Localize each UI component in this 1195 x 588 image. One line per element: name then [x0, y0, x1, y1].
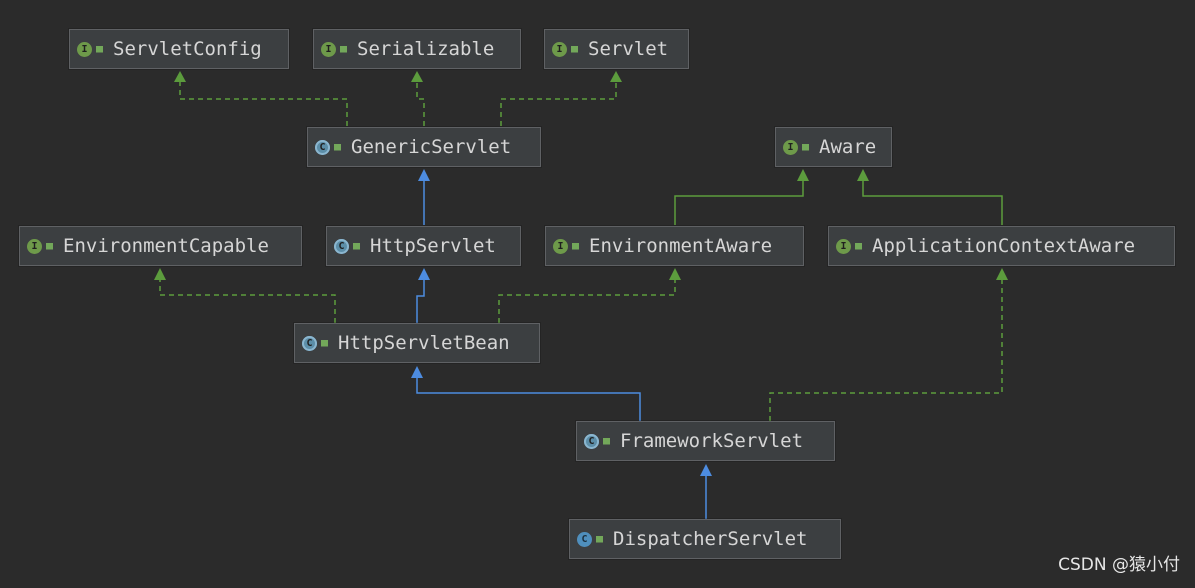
visibility-icon — [802, 143, 809, 151]
edge-frameworkservlet-httpservletbean — [416, 375, 641, 421]
edge-httpservletbean-httpservlet — [416, 276, 425, 323]
visibility-icon — [596, 535, 603, 543]
visibility-icon — [572, 242, 579, 250]
arrow-httpservletbean-httpservlet — [418, 268, 430, 280]
edge-genericservlet-serializable — [416, 80, 425, 126]
node-label-servlet: Servlet — [588, 38, 669, 60]
arrow-httpservlet-genericservlet — [418, 169, 430, 181]
node-serializable[interactable]: I Serializable — [313, 29, 521, 69]
interface-icon: I — [552, 41, 567, 57]
interface-icon: I — [836, 238, 851, 254]
visibility-icon — [46, 242, 53, 250]
node-dispatcherservlet[interactable]: C DispatcherServlet — [569, 519, 841, 559]
node-label-environmentaware: EnvironmentAware — [589, 235, 773, 257]
watermark: CSDN @猿小付 — [1058, 555, 1180, 575]
edge-genericservlet-servletconfig — [179, 80, 348, 126]
node-httpservlet[interactable]: C HttpServlet — [326, 226, 521, 266]
edge-genericservlet-servlet — [500, 80, 617, 126]
arrow-dispatcherservlet-frameworkservlet — [700, 464, 712, 476]
abstract-class-icon: C — [302, 335, 317, 351]
visibility-icon — [571, 45, 578, 53]
interface-icon: I — [77, 41, 92, 57]
arrow-genericservlet-serializable — [411, 71, 423, 82]
visibility-icon — [96, 45, 103, 53]
node-label-httpservlet: HttpServlet — [370, 235, 496, 257]
node-servletconfig[interactable]: I ServletConfig — [69, 29, 289, 69]
interface-icon: I — [321, 41, 336, 57]
visibility-icon — [321, 339, 328, 347]
interface-icon: I — [553, 238, 568, 254]
node-environmentcapable[interactable]: I EnvironmentCapable — [19, 226, 302, 266]
node-aware[interactable]: I Aware — [775, 127, 892, 167]
arrow-httpservletbean-environmentcapable — [154, 268, 166, 280]
interface-icon: I — [27, 238, 42, 254]
visibility-icon — [353, 242, 360, 250]
node-environmentaware[interactable]: I EnvironmentAware — [545, 226, 804, 266]
edge-httpservletbean-environmentaware — [498, 277, 676, 323]
node-label-serializable: Serializable — [357, 38, 495, 60]
node-label-aware: Aware — [819, 136, 877, 158]
visibility-icon — [334, 143, 341, 151]
node-label-dispatcherservlet: DispatcherServlet — [613, 528, 808, 550]
arrow-genericservlet-servletconfig — [174, 71, 186, 82]
node-label-servletconfig: ServletConfig — [113, 38, 262, 60]
node-applicationcontextaware[interactable]: I ApplicationContextAware — [828, 226, 1175, 266]
node-genericservlet[interactable]: C GenericServlet — [307, 127, 541, 167]
node-label-applicationcontextaware: ApplicationContextAware — [872, 235, 1136, 257]
node-frameworkservlet[interactable]: C FrameworkServlet — [576, 421, 835, 461]
visibility-icon — [855, 242, 862, 250]
interface-icon: I — [783, 139, 798, 155]
visibility-icon — [603, 437, 610, 445]
abstract-class-icon: C — [315, 139, 330, 155]
arrow-frameworkservlet-httpservletbean — [411, 366, 423, 378]
abstract-class-icon: C — [584, 433, 599, 449]
arrow-applicationcontextaware-aware — [857, 169, 869, 181]
abstract-class-icon: C — [334, 238, 349, 254]
edge-httpservletbean-environmentcapable — [159, 277, 336, 323]
visibility-icon — [340, 45, 347, 53]
class-icon: C — [577, 531, 592, 547]
arrow-environmentaware-aware — [797, 169, 809, 181]
edge-frameworkservlet-applicationcontextaware — [769, 277, 1003, 421]
edge-applicationcontextaware-aware — [862, 178, 1003, 225]
node-label-genericservlet: GenericServlet — [351, 136, 512, 158]
node-servlet[interactable]: I Servlet — [544, 29, 689, 69]
arrow-httpservletbean-environmentaware — [669, 268, 681, 280]
arrow-genericservlet-servlet — [610, 71, 622, 82]
node-label-environmentcapable: EnvironmentCapable — [63, 235, 269, 257]
node-label-frameworkservlet: FrameworkServlet — [620, 430, 804, 452]
edge-environmentaware-aware — [674, 178, 804, 225]
arrow-frameworkservlet-applicationcontextaware — [996, 268, 1008, 280]
node-label-httpservletbean: HttpServletBean — [338, 332, 510, 354]
node-httpservletbean[interactable]: C HttpServletBean — [294, 323, 540, 363]
